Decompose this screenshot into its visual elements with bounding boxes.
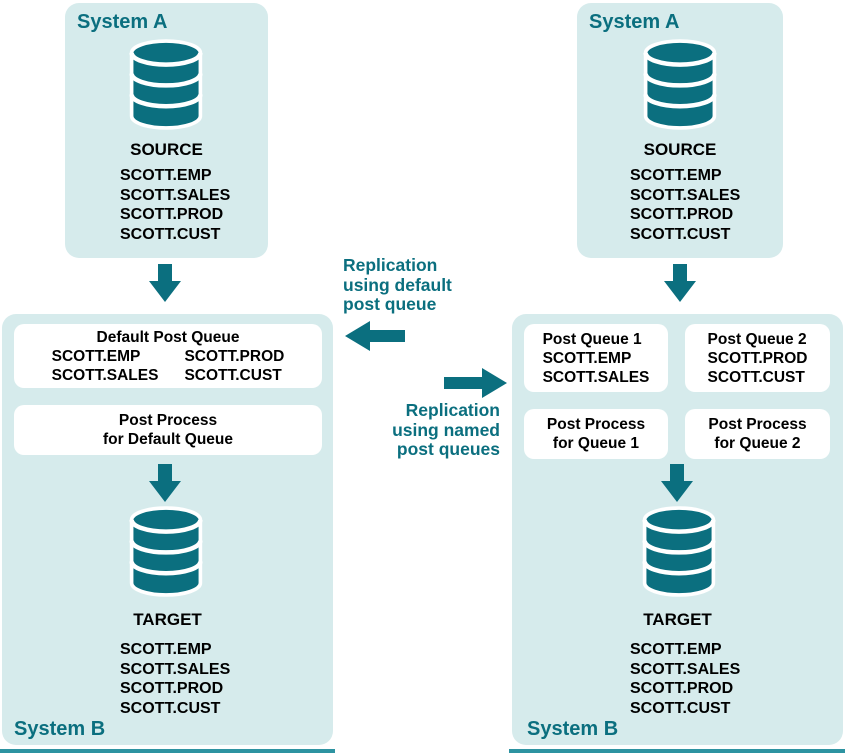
post-queue-2-title: Post Queue 2 — [707, 330, 807, 348]
default-post-queue-title: Default Post Queue — [96, 328, 240, 346]
target-table-list: SCOTT.EMP SCOTT.SALES SCOTT.PROD SCOTT.C… — [120, 641, 231, 717]
replication-named-label: Replication using named post queues — [392, 400, 500, 459]
arrow-right-icon — [444, 368, 507, 398]
arrow-down-icon — [149, 264, 181, 302]
left-system-a-title: System A — [77, 11, 168, 33]
right-system-b-panel: Post Queue 1 SCOTT.EMP SCOTT.SALES Post … — [512, 314, 843, 745]
post-queue-1-box: Post Queue 1 SCOTT.EMP SCOTT.SALES — [524, 324, 668, 392]
replication-default-label: Replication using default post queue — [343, 255, 452, 314]
post-queue-2-box: Post Queue 2 SCOTT.PROD SCOTT.CUST — [685, 324, 830, 392]
database-icon — [643, 39, 717, 130]
target-label: TARGET — [133, 610, 202, 629]
arrow-down-icon — [661, 464, 693, 502]
right-system-b-title: System B — [527, 718, 619, 740]
arrow-left-icon — [345, 321, 405, 351]
right-system-a-title: System A — [589, 11, 680, 33]
source-label: SOURCE — [130, 140, 203, 159]
target-table-list: SCOTT.EMP SCOTT.SALES SCOTT.PROD SCOTT.C… — [630, 641, 741, 717]
source-table-list: SCOTT.EMP SCOTT.SALES SCOTT.PROD SCOTT.C… — [630, 167, 741, 243]
post-queue-1-title: Post Queue 1 — [542, 330, 642, 348]
source-table-list: SCOTT.EMP SCOTT.SALES SCOTT.PROD SCOTT.C… — [120, 167, 231, 243]
database-icon — [642, 506, 716, 597]
source-label: SOURCE — [643, 140, 717, 159]
right-system-a-panel: System A SOURCE SCOTT.EMP SCOTT.SALES SC… — [577, 3, 783, 258]
target-label: TARGET — [643, 610, 712, 629]
bottom-accent-bar-left — [0, 749, 335, 753]
post-process-1-box: Post Process for Queue 1 — [524, 409, 668, 459]
left-system-b-title: System B — [14, 718, 106, 740]
left-system-b-panel: Default Post Queue SCOTT.EMP SCOTT.PROD … — [2, 314, 333, 745]
arrow-down-icon — [664, 264, 696, 302]
default-post-queue-tables: SCOTT.EMP SCOTT.PROD SCOTT.SALES SCOTT.C… — [51, 347, 285, 384]
database-icon — [129, 506, 203, 597]
post-process-2-box: Post Process for Queue 2 — [685, 409, 830, 459]
database-icon — [129, 39, 203, 130]
bottom-accent-bar-right — [509, 749, 845, 753]
default-post-queue-box: Default Post Queue SCOTT.EMP SCOTT.PROD … — [14, 324, 322, 388]
arrow-down-icon — [149, 464, 181, 502]
default-post-process-box: Post Process for Default Queue — [14, 405, 322, 455]
left-system-a-panel: System A SOURCE SCOTT.EMP SCOTT.SALES SC… — [65, 3, 268, 258]
